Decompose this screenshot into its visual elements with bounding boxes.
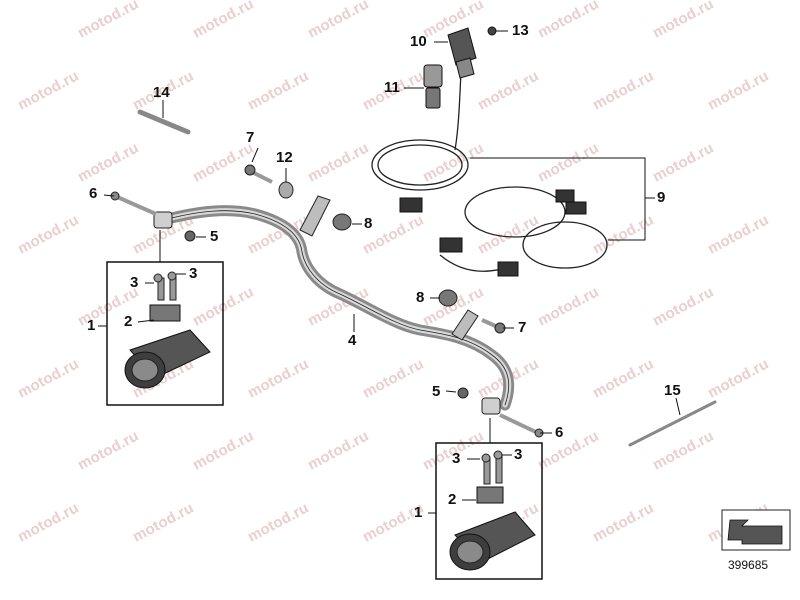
callout-7-upper: 7 (246, 129, 255, 146)
reference-arrow-icon (721, 509, 791, 551)
fog-light-lower (449, 486, 536, 571)
callout-3-lower-right: 3 (514, 446, 523, 463)
screw-parts (153, 271, 503, 485)
callout-6-lower: 6 (555, 424, 564, 441)
callout-5-upper: 5 (210, 228, 219, 245)
callout-1-upper: 1 (87, 317, 96, 334)
callout-4: 4 (348, 332, 357, 349)
bolt-parts (110, 164, 544, 438)
mount-bracket-upper (299, 195, 331, 237)
reference-number: 399685 (728, 558, 769, 572)
callout-6-upper: 6 (89, 185, 98, 202)
cable-tie-15 (628, 400, 717, 447)
group-box-upper-light (106, 261, 224, 406)
callout-1-lower: 1 (414, 504, 423, 521)
group-box-lower-light (435, 442, 543, 580)
leader-lines (98, 30, 681, 514)
fog-light-upper (124, 304, 211, 389)
connector-parts (399, 189, 587, 277)
callout-8-upper: 8 (364, 215, 373, 232)
callout-14: 14 (153, 84, 170, 101)
mount-bracket-lower (451, 309, 479, 341)
callout-3-upper-left: 3 (130, 274, 139, 291)
callout-7-lower: 7 (518, 319, 527, 336)
cable-tie-14 (137, 109, 191, 135)
callout-2-upper: 2 (124, 313, 133, 330)
callout-10: 10 (410, 33, 427, 50)
switch-assembly (423, 26, 497, 109)
bar-end-clamp-upper (153, 211, 173, 229)
callout-12: 12 (276, 149, 293, 166)
crash-bar-outline (159, 210, 510, 406)
callout-5-lower: 5 (432, 383, 441, 400)
callout-13: 13 (512, 22, 529, 39)
bar-end-clamp-lower (481, 397, 501, 415)
callout-8-lower: 8 (416, 289, 425, 306)
callout-9: 9 (657, 189, 666, 206)
callout-15: 15 (664, 382, 681, 399)
callout-3-lower-left: 3 (452, 450, 461, 467)
callout-11: 11 (384, 79, 400, 96)
callout-2-lower: 2 (448, 491, 457, 508)
nut-parts (184, 181, 469, 399)
callout-3-upper-right: 3 (189, 265, 198, 282)
wiring-harness (371, 54, 608, 272)
